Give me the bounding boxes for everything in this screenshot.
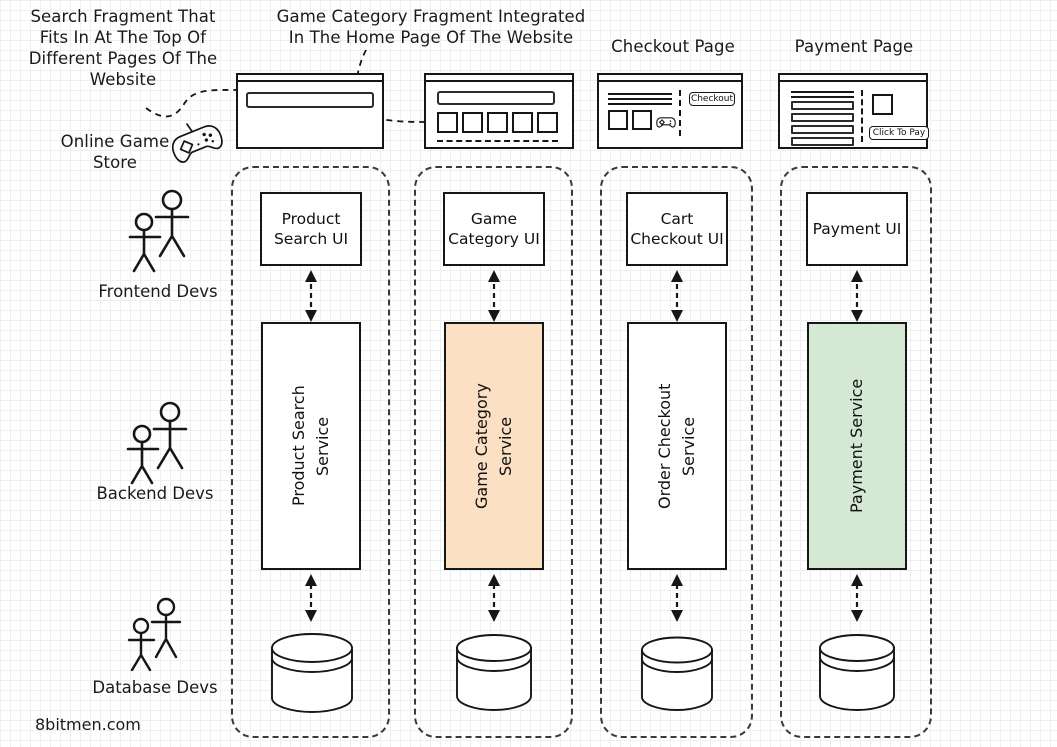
arrow-ui-to-service xyxy=(305,270,317,322)
gamepad-icon xyxy=(656,117,676,128)
checkout-button[interactable]: Checkout xyxy=(689,92,735,106)
annotation-payment-page: Payment Page xyxy=(794,37,914,56)
text-line xyxy=(791,91,854,93)
node-payment-ui[interactable]: Payment UI xyxy=(806,192,908,266)
wireframe-body: Checkout xyxy=(599,82,741,145)
text-line xyxy=(608,103,672,105)
section-divider xyxy=(861,90,863,142)
cart-item-thumb[interactable] xyxy=(632,110,652,130)
node-game-category-ui[interactable]: Game Category UI xyxy=(443,192,545,266)
database-cylinder[interactable] xyxy=(816,633,898,713)
database-cylinder[interactable] xyxy=(268,632,356,714)
wireframe-body xyxy=(426,82,572,145)
category-tile[interactable] xyxy=(487,112,508,133)
arrow-service-to-db xyxy=(671,574,683,622)
search-input[interactable] xyxy=(437,91,555,105)
wireframe-title-bar xyxy=(238,75,382,82)
wireframe-body: Click To Pay xyxy=(780,82,929,146)
payment-field[interactable] xyxy=(791,101,854,110)
node-game-category-service[interactable]: Game Category Service xyxy=(444,322,544,570)
arrow-service-to-db xyxy=(851,574,863,622)
annotation-game-category-fragment: Game Category Fragment Integrated In The… xyxy=(276,7,586,47)
column-cart-checkout xyxy=(600,166,753,738)
backend-devs-icon xyxy=(126,401,188,485)
annotation-search-fragment: Search Fragment That Fits In At The Top … xyxy=(28,7,218,89)
node-product-search-ui[interactable]: Product Search UI xyxy=(260,192,362,266)
payment-field[interactable] xyxy=(791,113,854,122)
gamepad-icon xyxy=(171,123,223,163)
annotation-checkout-page: Checkout Page xyxy=(611,37,735,56)
text-line xyxy=(608,98,672,100)
wireframe-title-bar xyxy=(599,75,741,82)
click-to-pay-button[interactable]: Click To Pay xyxy=(869,126,929,140)
payment-field[interactable] xyxy=(791,125,854,134)
node-cart-checkout-ui[interactable]: Cart Checkout UI xyxy=(626,192,728,266)
payment-field[interactable] xyxy=(791,137,854,146)
payment-page-wireframe[interactable]: Click To Pay xyxy=(778,73,929,149)
column-product-search xyxy=(231,166,390,738)
wireframe-title-bar xyxy=(780,75,926,82)
section-divider xyxy=(679,90,681,136)
role-label-backend-devs: Backend Devs xyxy=(96,484,214,503)
role-label-frontend-devs: Frontend Devs xyxy=(98,282,218,301)
text-line xyxy=(608,93,672,95)
arrow-ui-to-service xyxy=(671,270,683,322)
section-divider xyxy=(437,140,558,142)
checkout-page-wireframe[interactable]: Checkout xyxy=(597,73,743,149)
watermark: 8bitmen.com xyxy=(35,715,141,734)
arrow-ui-to-service xyxy=(488,270,500,322)
arrow-ui-to-service xyxy=(851,270,863,322)
node-payment-service[interactable]: Payment Service xyxy=(807,322,907,570)
node-product-search-service[interactable]: Product Search Service xyxy=(261,322,361,570)
online-game-store-label: Online Game Store xyxy=(60,132,170,172)
category-tile[interactable] xyxy=(512,112,533,133)
wireframe-body xyxy=(238,82,382,145)
search-page-wireframe[interactable] xyxy=(236,73,384,149)
frontend-devs-icon xyxy=(128,189,190,273)
node-order-checkout-service[interactable]: Order Checkout Service xyxy=(627,322,727,570)
card-thumb xyxy=(872,94,893,115)
home-page-wireframe[interactable] xyxy=(424,73,574,149)
column-game-category xyxy=(414,166,573,738)
cart-item-thumb[interactable] xyxy=(608,110,628,130)
database-cylinder[interactable] xyxy=(453,632,535,714)
arrow-service-to-db xyxy=(305,574,317,622)
role-label-database-devs: Database Devs xyxy=(92,678,218,697)
database-devs-icon xyxy=(127,597,182,672)
wireframe-title-bar xyxy=(426,75,572,82)
category-tile[interactable] xyxy=(537,112,558,133)
database-cylinder[interactable] xyxy=(638,635,716,713)
category-tile[interactable] xyxy=(462,112,483,133)
category-tile[interactable] xyxy=(437,112,458,133)
search-input[interactable] xyxy=(246,92,374,108)
text-line xyxy=(791,96,854,98)
arrow-service-to-db xyxy=(488,574,500,622)
column-payment xyxy=(780,166,932,738)
